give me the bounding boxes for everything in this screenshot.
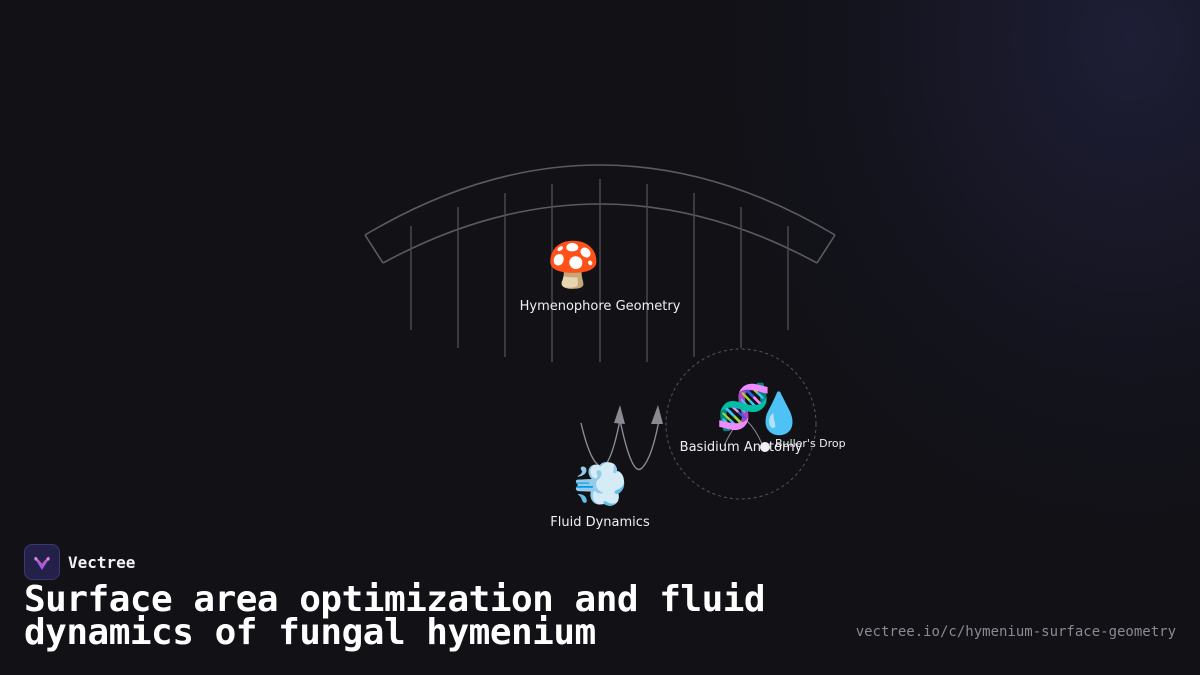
fluid-dynamics-label: Fluid Dynamics (550, 515, 650, 530)
hymenophore-label: Hymenophore Geometry (519, 299, 681, 314)
cap-right-edge (816, 234, 836, 264)
mushroom-icon: 🍄 (546, 240, 601, 291)
buller-drop-label: Buller's Drop (775, 437, 846, 450)
flow-arrowhead (651, 405, 663, 424)
basidium-circle (665, 348, 817, 500)
spore-dot (760, 442, 770, 452)
vectree-logo-icon (24, 544, 60, 580)
page-url[interactable]: vectree.io/c/hymenium-surface-geometry (855, 624, 1176, 640)
cap-left-edge (364, 234, 384, 264)
brand: Vectree (24, 544, 135, 580)
brand-name: Vectree (68, 552, 136, 572)
droplet-icon: 💧 (754, 391, 804, 437)
page-title: Surface area optimization and fluid dyna… (24, 579, 766, 653)
sterigma-line (723, 420, 763, 447)
flow-arrowhead (614, 405, 625, 424)
basidium-label: Basidium Anatomy (679, 440, 803, 455)
cap-outer-arc (364, 164, 836, 236)
dashing-away-icon: 💨 (573, 459, 628, 510)
gill-lines (410, 179, 789, 362)
dna-icon: 🧬 (716, 382, 771, 433)
